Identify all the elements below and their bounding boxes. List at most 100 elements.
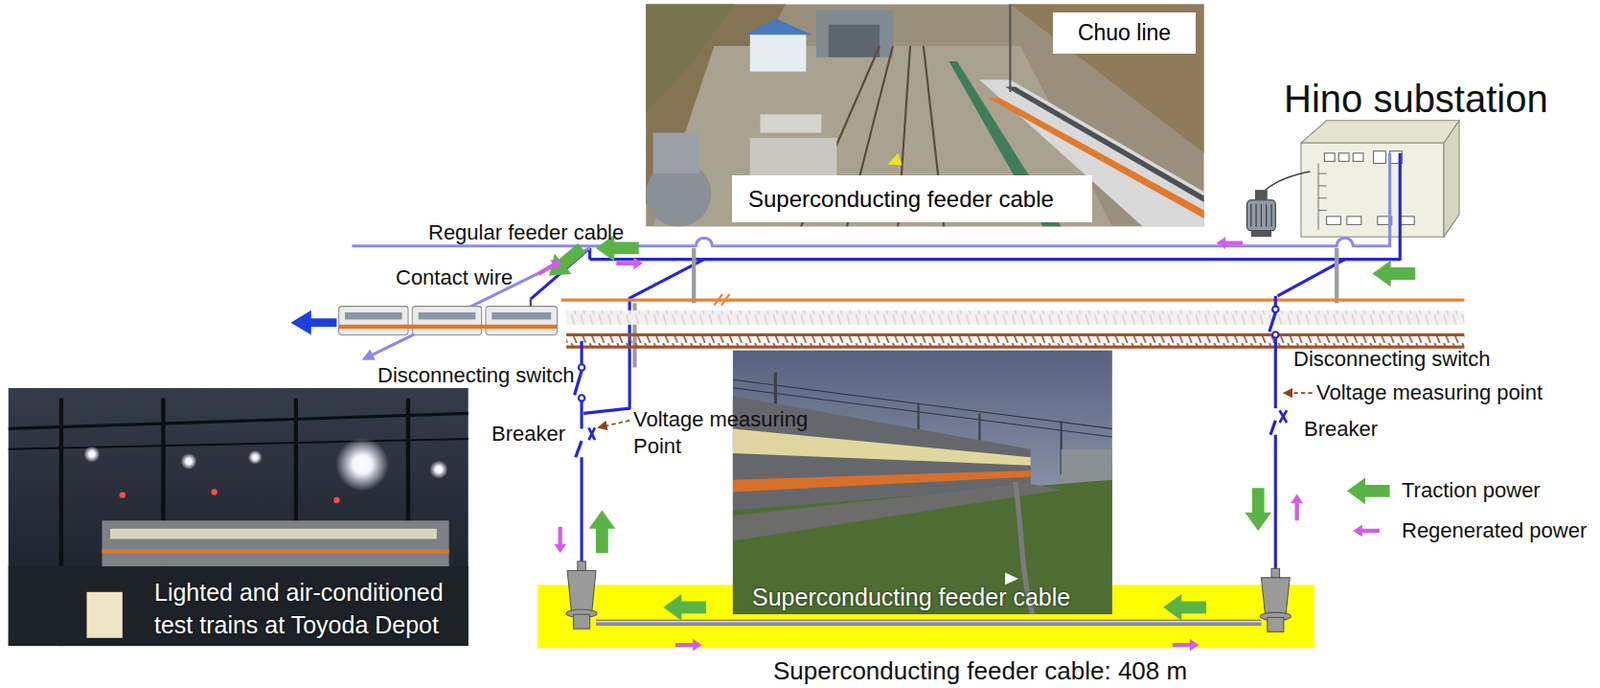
switchgear xyxy=(1274,338,1278,409)
node-text: Superconducting feeder cable xyxy=(731,175,1093,223)
substation-building xyxy=(1326,216,1342,226)
regeneration-arrow xyxy=(553,526,567,554)
train xyxy=(291,298,558,335)
substation-building: Hino substation xyxy=(1301,120,1460,237)
catenary-post xyxy=(1334,248,1339,304)
night-depot-photo xyxy=(8,388,469,646)
legend-text: Regenerated power xyxy=(1401,518,1587,544)
substation-building xyxy=(1301,142,1444,237)
trackside-photo xyxy=(732,428,1031,465)
catenary-post xyxy=(691,248,696,304)
train xyxy=(529,298,532,306)
traction-arrow xyxy=(540,237,591,286)
feeder-wiring xyxy=(351,153,1390,247)
callout-label: Regular feeder cable xyxy=(428,220,624,246)
night-depot-photo xyxy=(110,528,437,540)
train xyxy=(491,312,551,320)
trackside-photo xyxy=(732,483,1062,542)
train xyxy=(411,306,481,336)
night-depot-photo xyxy=(181,453,198,470)
track xyxy=(566,310,1464,347)
night-depot-photo xyxy=(8,388,469,646)
node-text: Superconducting feeder cable xyxy=(752,582,1071,612)
substation-building xyxy=(1399,216,1415,226)
regeneration-arrow xyxy=(675,639,703,652)
substation-building xyxy=(1318,197,1327,199)
train xyxy=(339,306,409,336)
traction-arrow xyxy=(1244,487,1272,531)
night-depot-photo xyxy=(333,497,340,503)
substation-building xyxy=(1318,173,1327,175)
switchgear xyxy=(589,427,595,440)
trackside-photo xyxy=(732,480,1113,616)
substation-building xyxy=(1373,151,1387,164)
substation-building xyxy=(1265,120,1460,237)
cable-band: Superconducting feeder cable: 408 m xyxy=(537,584,1315,648)
callout-label: Voltage measuring Point xyxy=(633,406,825,460)
depot-photo xyxy=(645,3,1205,227)
transformer-symbol xyxy=(1265,204,1267,227)
switchgear xyxy=(579,341,583,365)
trackside-photo xyxy=(1005,572,1019,586)
transformer-symbol xyxy=(1255,189,1268,201)
cable-terminal xyxy=(1267,617,1284,632)
feeder-wiring xyxy=(366,248,590,358)
callout-label: Disconnecting switch xyxy=(1293,346,1490,372)
substation-building xyxy=(1352,153,1364,162)
train xyxy=(339,324,558,329)
night-depot-photo xyxy=(119,491,126,498)
photo-panel: Superconducting feeder cable xyxy=(732,349,1113,615)
depot-photo xyxy=(744,18,812,35)
switch-contact xyxy=(578,364,585,370)
substation-building xyxy=(1443,120,1460,237)
depot-photo xyxy=(888,153,903,166)
cable-band xyxy=(595,620,1261,623)
contact-wire xyxy=(561,298,1465,302)
node-text: Hino substation xyxy=(1283,76,1549,121)
photo-panel: Chuo lineSuperconducting feeder cable xyxy=(645,3,1205,227)
regeneration-arrow xyxy=(616,256,643,270)
traction-arrow xyxy=(1371,260,1416,288)
substation-building xyxy=(1347,216,1362,226)
regeneration-arrow xyxy=(535,254,565,279)
node-text: Superconducting feeder cable: 408 m xyxy=(773,656,1188,686)
callout-label: Contact wire xyxy=(395,265,513,291)
depot-photo xyxy=(750,137,838,180)
transformer-symbol xyxy=(1246,200,1276,231)
traction-arrow xyxy=(1347,478,1391,505)
transformer-symbol xyxy=(1251,230,1272,237)
switchgear xyxy=(1280,410,1287,423)
train xyxy=(291,310,338,336)
switch-contact xyxy=(578,394,585,401)
callout-label: Disconnecting switch xyxy=(377,363,574,389)
track xyxy=(566,334,1464,347)
switchgear xyxy=(575,440,582,458)
legend-text: Traction power xyxy=(1401,478,1541,503)
contact-wire xyxy=(721,294,731,306)
switchgear xyxy=(574,370,582,396)
contact-wire xyxy=(561,294,1465,306)
depot-photo xyxy=(645,3,1205,227)
measuring-leader xyxy=(601,420,630,427)
transformer-symbol xyxy=(1256,204,1258,227)
night-depot-photo xyxy=(210,488,217,495)
switchgear xyxy=(579,401,583,430)
photo-panel: Lighted and air-conditioned test trains … xyxy=(8,388,469,646)
callout-label: Breaker xyxy=(491,421,566,447)
switchgear xyxy=(1274,296,1278,307)
regeneration-arrow xyxy=(1216,236,1244,250)
depot-photo xyxy=(1008,3,1011,92)
cable-terminal xyxy=(573,614,591,629)
substation-building xyxy=(1338,153,1349,162)
switchgear xyxy=(1269,312,1276,332)
substation-building xyxy=(1318,209,1327,211)
depot-photo xyxy=(816,10,893,58)
regeneration-arrow xyxy=(1172,639,1200,652)
transformer-symbol xyxy=(1260,204,1262,227)
trackside-photo xyxy=(732,349,1113,615)
traction-arrow xyxy=(589,510,617,554)
catenary-post xyxy=(634,248,1337,368)
transformer-symbol xyxy=(1246,189,1276,237)
regeneration-arrow xyxy=(1290,494,1303,522)
